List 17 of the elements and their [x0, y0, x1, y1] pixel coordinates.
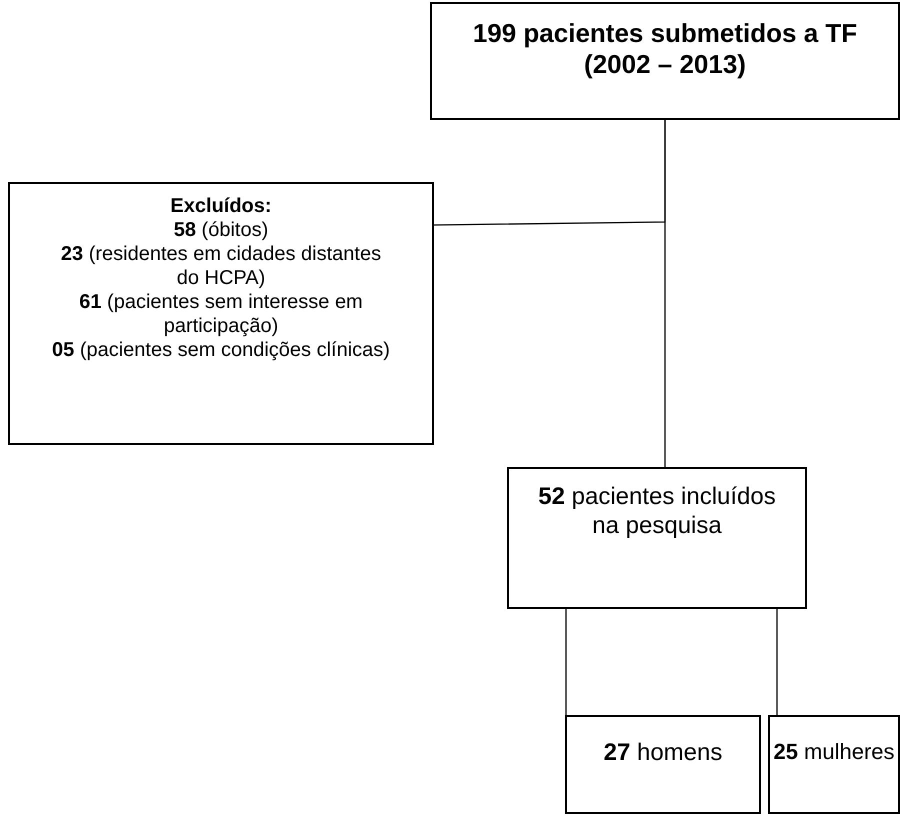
connector-line [776, 609, 778, 715]
box-text: 61 (pacientes sem interesse em participação) [78, 290, 364, 338]
box-text: 23 (residentes em cidades distantes do HCPA) [60, 242, 382, 290]
box-text: 58 (óbitos) [174, 218, 268, 242]
flow-box [507, 467, 807, 609]
box-text: 05 (pacientes sem condições clínicas) [52, 338, 390, 362]
flow-box [565, 715, 761, 814]
flow-box [768, 715, 900, 814]
connector-line [664, 120, 666, 467]
flow-box [430, 2, 900, 120]
connector-line [565, 609, 567, 715]
box-text: 25 mulheres [773, 739, 895, 766]
flow-box [8, 182, 434, 445]
box-text: 27 homens [604, 739, 722, 768]
box-text: 199 pacientes submetidos a TF (2002 – 2013) [472, 18, 858, 80]
heading-text: Excluídos: [170, 194, 272, 218]
box-text: 52 pacientes incluídos na pesquisa [537, 483, 777, 541]
